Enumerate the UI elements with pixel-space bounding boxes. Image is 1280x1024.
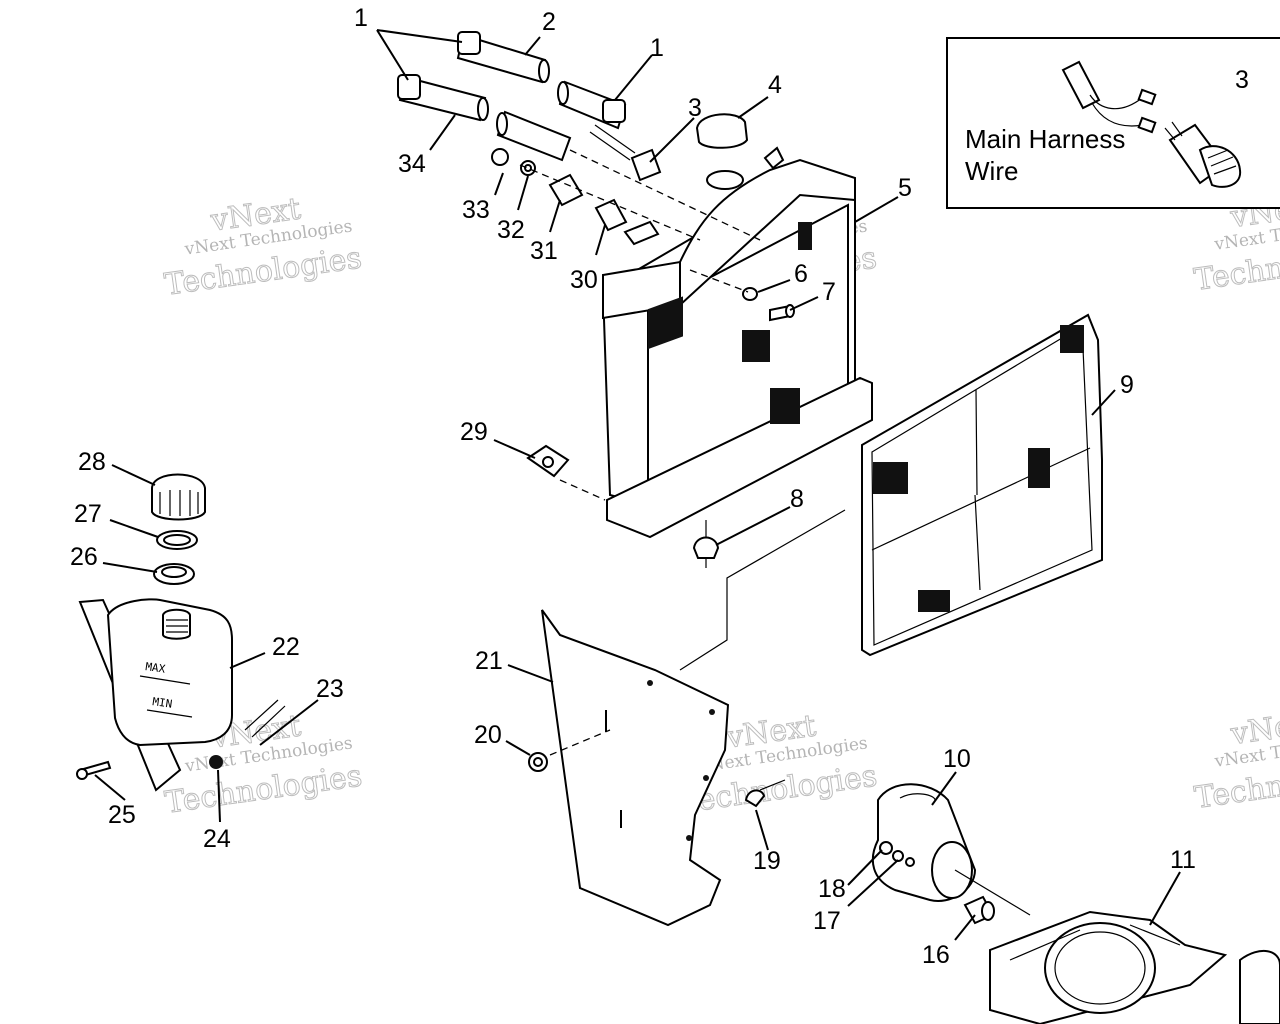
callout-33: 33 xyxy=(462,196,490,224)
callout-25: 25 xyxy=(108,801,136,829)
callout-8: 8 xyxy=(790,485,804,513)
screw-25 xyxy=(76,760,112,780)
temperature-sensor xyxy=(1164,121,1242,188)
radiator xyxy=(601,146,873,539)
callout-16: 16 xyxy=(922,941,950,969)
spacer-16 xyxy=(963,895,995,925)
callout-19: 19 xyxy=(753,847,781,875)
watermark: vNext vNext Technologies Technologies xyxy=(1192,705,1280,817)
max-mark: MAX xyxy=(145,660,167,676)
callout-1: 1 xyxy=(650,34,664,62)
callout-32: 32 xyxy=(497,216,525,244)
hose-upper xyxy=(456,31,550,84)
radiator-screen xyxy=(861,313,1103,657)
hose-middle xyxy=(496,80,627,162)
inset-label-line2: Wire xyxy=(965,156,1018,186)
bolt-7 xyxy=(769,304,795,322)
gasket-26 xyxy=(153,563,195,585)
callout-34: 34 xyxy=(398,150,426,178)
min-mark: MIN xyxy=(152,695,173,711)
callout-22: 22 xyxy=(272,633,300,661)
callout-21: 21 xyxy=(475,647,503,675)
callout-31: 31 xyxy=(530,237,558,265)
bottle-cap xyxy=(151,473,206,521)
callout-4: 4 xyxy=(768,71,782,99)
fastener-19 xyxy=(744,779,786,808)
callout-2: 2 xyxy=(542,8,556,36)
fan-motor xyxy=(871,783,1031,916)
callout-29: 29 xyxy=(460,418,488,446)
callout-24: 24 xyxy=(203,825,231,853)
callout-3: 3 xyxy=(688,94,702,122)
grommet-8 xyxy=(692,520,720,568)
callout-18: 18 xyxy=(818,875,846,903)
callout-27: 27 xyxy=(74,500,102,528)
callout-7: 7 xyxy=(822,278,836,306)
fan-shroud xyxy=(989,910,1280,1024)
callout-1: 1 xyxy=(354,4,368,32)
inset-label-line1: Main Harness xyxy=(965,124,1125,154)
fitting-parts xyxy=(491,148,660,246)
clip-29 xyxy=(526,444,570,478)
washer-20 xyxy=(528,752,548,772)
watermark: vNext vNext Technologies Technologies xyxy=(162,191,364,303)
harness-wire-connector xyxy=(1061,60,1157,134)
callout-labels: 1 2 1 4 3 5 34 33 32 31 30 6 7 9 29 8 28… xyxy=(70,4,1249,969)
callout-11: 11 xyxy=(1170,846,1196,874)
callout-17: 17 xyxy=(813,907,841,935)
callout-30: 30 xyxy=(570,266,598,294)
callout-3: 3 xyxy=(1235,66,1249,94)
shroud-panel xyxy=(541,609,730,927)
washer-6 xyxy=(742,287,758,301)
radiator-cap xyxy=(695,113,749,149)
callout-28: 28 xyxy=(78,448,106,476)
gasket-27 xyxy=(156,530,198,550)
callout-9: 9 xyxy=(1120,371,1134,399)
callout-5: 5 xyxy=(898,174,912,202)
inset-box: Main Harness Wire xyxy=(946,37,1280,209)
callout-6: 6 xyxy=(794,260,808,288)
leader-lines xyxy=(94,29,1181,941)
hose-lower xyxy=(397,74,489,122)
callout-20: 20 xyxy=(474,721,502,749)
clip-24 xyxy=(209,755,223,769)
callout-23: 23 xyxy=(316,675,344,703)
coolant-bottle: MAX MIN xyxy=(78,598,286,792)
temp-sender xyxy=(589,124,662,182)
callout-10: 10 xyxy=(943,745,971,773)
callout-26: 26 xyxy=(70,543,98,571)
